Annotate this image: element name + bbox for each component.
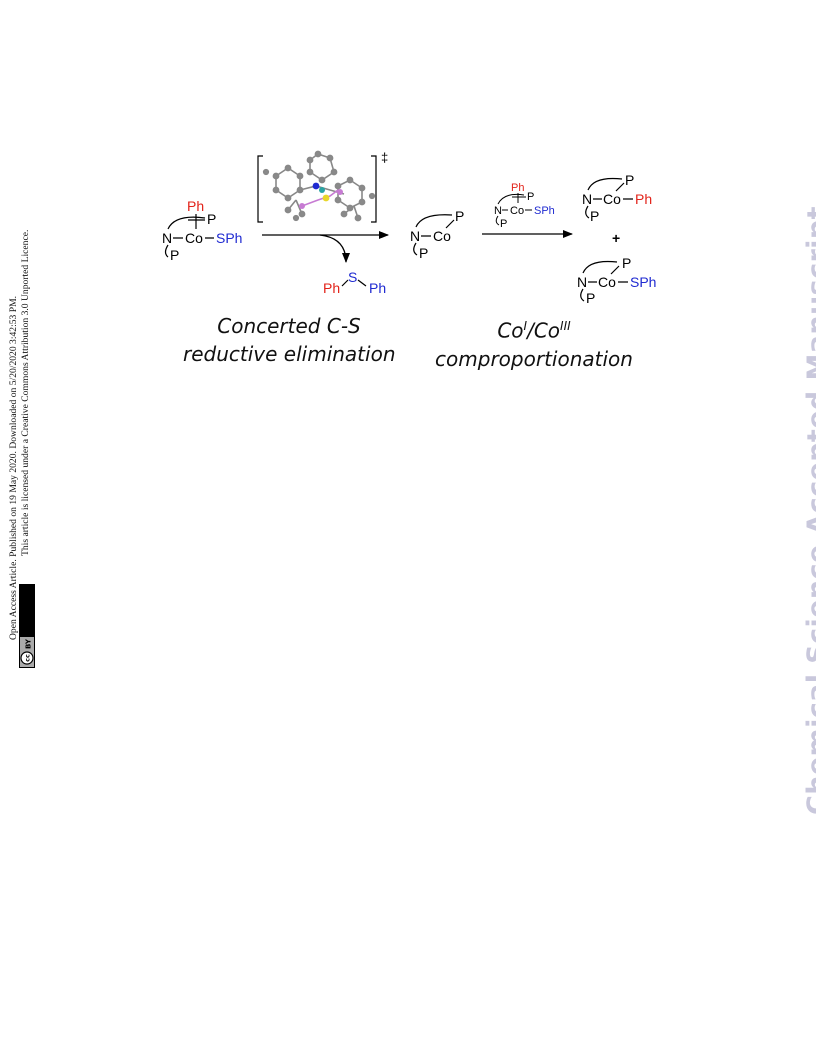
caption-right-line2: comproportionation: [435, 346, 633, 371]
prod1-co: Co: [603, 191, 621, 207]
co1-p-bottom: P: [419, 245, 428, 261]
ph2s-ph-left: Ph: [323, 280, 340, 296]
prod1-p-bottom: P: [590, 208, 599, 224]
caption-right-line1: CoI/CoIII: [497, 318, 571, 343]
caption-reductive-elimination: Concerted C-S reductive elimination: [183, 312, 396, 368]
start-sph: SPh: [216, 230, 242, 246]
plus-sign: +: [612, 230, 620, 246]
reagent-sph: SPh: [534, 205, 555, 217]
start-p-top: P: [207, 211, 216, 227]
reagent-co: Co: [510, 205, 524, 217]
ph2s-ph-right: Ph: [369, 280, 386, 296]
prod2-p-top: P: [622, 255, 631, 271]
reductive-elimination-arrow: [262, 231, 389, 263]
prod1-n: N: [582, 191, 592, 207]
cobalt-i-intermediate: P N Co P: [410, 208, 464, 261]
cc-by-badge[interactable]: cc BY: [19, 584, 35, 668]
ts-dagger: ‡: [381, 150, 388, 165]
diphenyl-sulfide: Ph S Ph: [323, 269, 386, 296]
product-co-sph: P N Co SPh P: [577, 255, 656, 306]
ph2s-s: S: [348, 269, 357, 285]
reagent-n: N: [494, 205, 502, 217]
cc-circle-icon: [20, 651, 34, 665]
start-complex: Ph P N Co SPh P: [162, 198, 242, 263]
caption-comproportionation: CoI/CoIII comproportionation: [433, 312, 635, 373]
prod1-p-top: P: [625, 172, 634, 188]
start-p-bottom: P: [170, 247, 179, 263]
cobalt-iii-reagent: Ph P N Co SPh P: [494, 182, 555, 230]
product-co-ph: P N Co Ph P: [582, 172, 652, 224]
prod2-n: N: [577, 274, 587, 290]
prod2-p-bottom: P: [586, 290, 595, 306]
caption-left-line2: reductive elimination: [183, 342, 396, 366]
co1-n: N: [410, 228, 420, 244]
start-co: Co: [185, 230, 203, 246]
prod2-sph: SPh: [630, 274, 656, 290]
caption-left-line1: Concerted C-S: [217, 314, 361, 338]
start-n: N: [162, 230, 172, 246]
reagent-p-top: P: [527, 191, 534, 203]
co1-p-top: P: [455, 208, 464, 224]
crystal-structure-image: [262, 150, 376, 222]
prod1-ph: Ph: [635, 191, 652, 207]
reagent-p-bottom: P: [500, 218, 507, 230]
start-ph-label: Ph: [187, 198, 204, 214]
prod2-co: Co: [598, 274, 616, 290]
transition-state: ‡: [257, 150, 388, 223]
co1-co: Co: [433, 228, 451, 244]
reagent-ph: Ph: [511, 182, 524, 194]
badge-by-text: BY: [25, 638, 33, 649]
badge-cc-text: cc: [24, 654, 32, 662]
